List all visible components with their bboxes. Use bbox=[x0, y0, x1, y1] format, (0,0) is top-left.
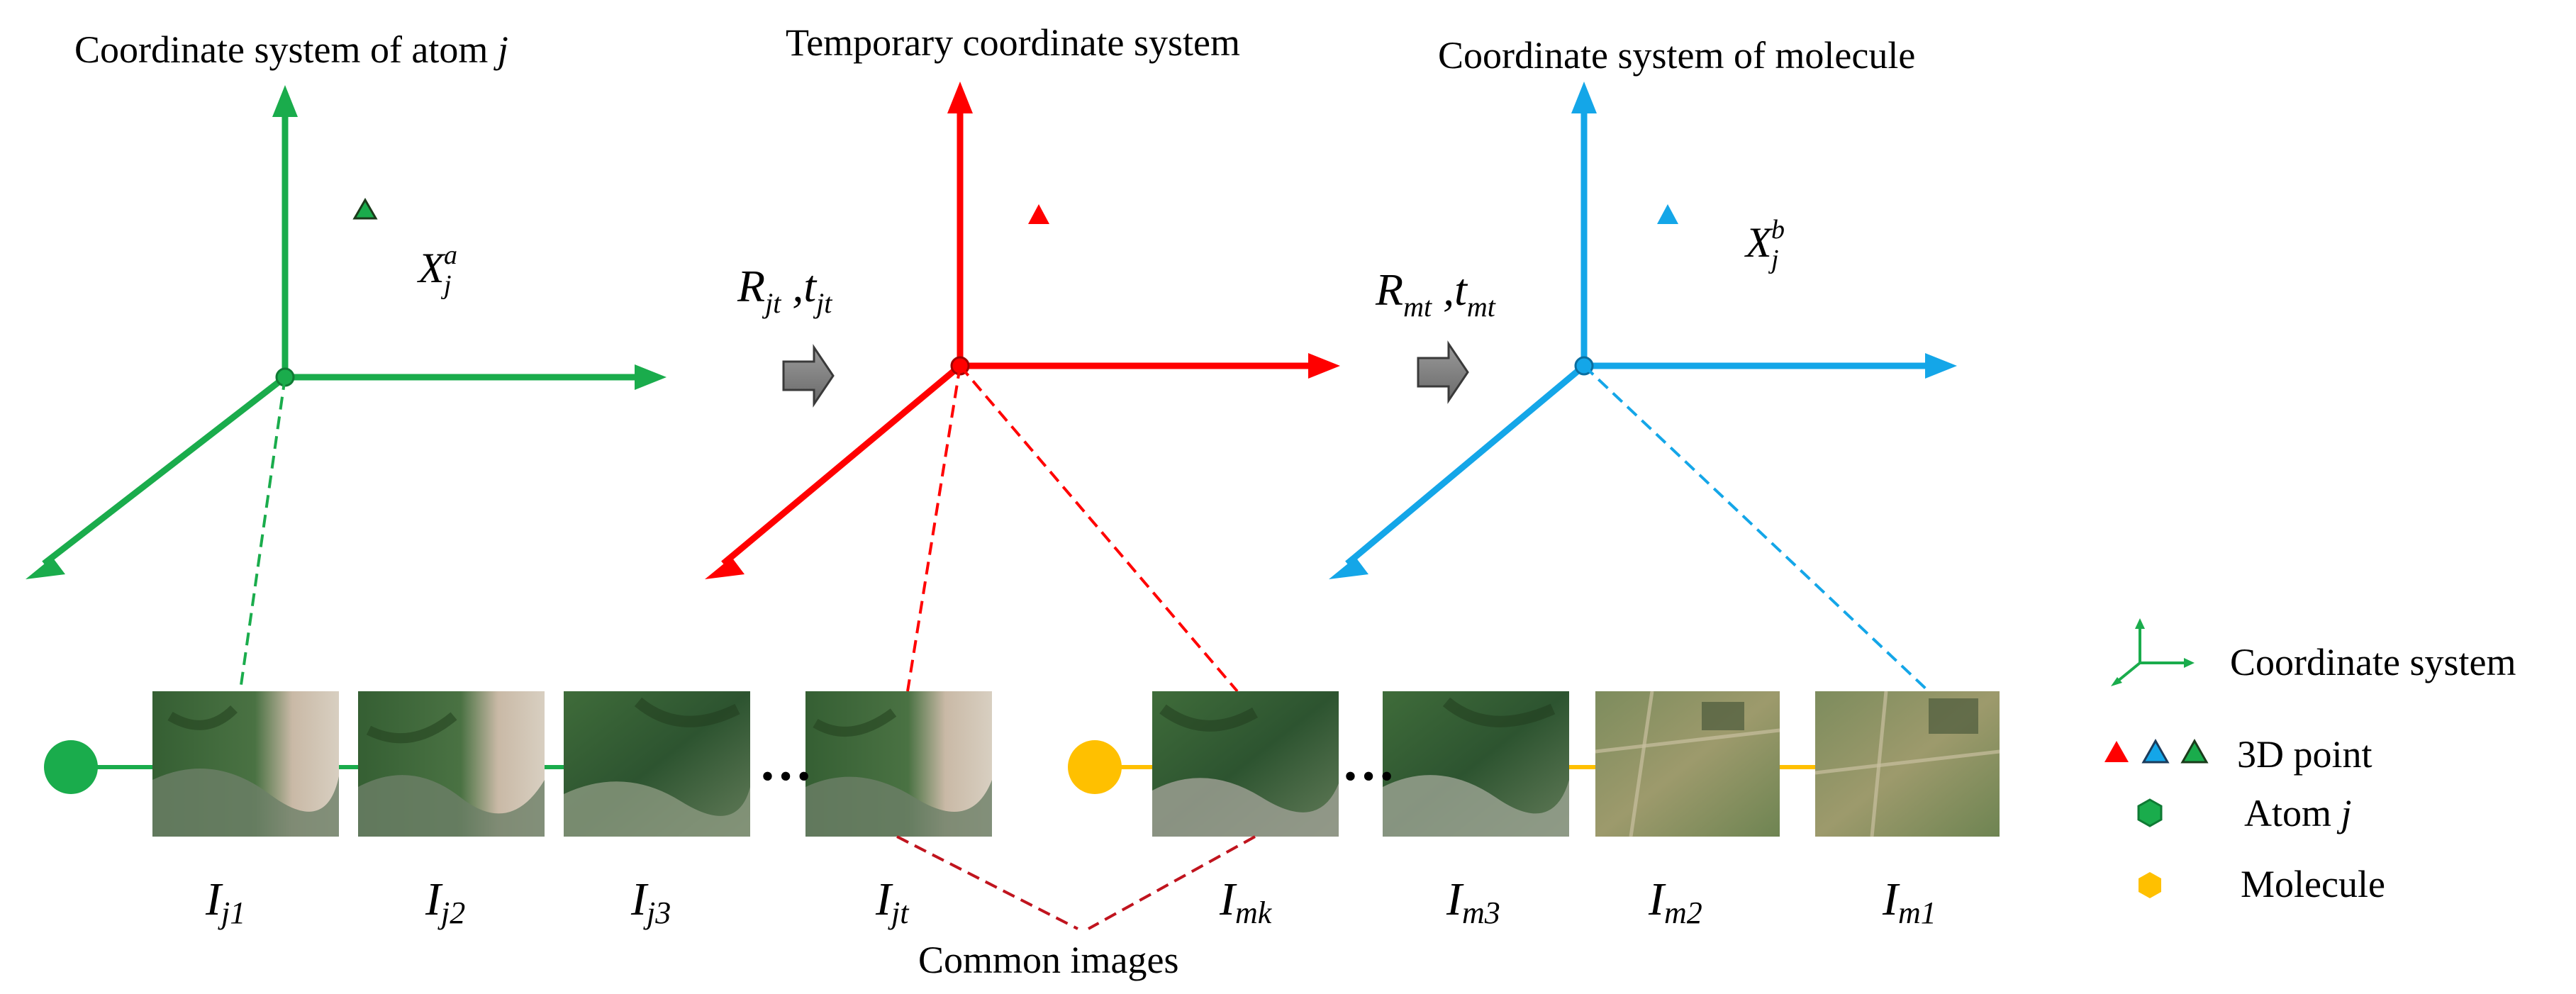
atom-axes bbox=[26, 85, 667, 579]
image-label: Ij3 bbox=[630, 873, 671, 930]
molecule-projection-line bbox=[1583, 364, 1930, 693]
image-label: Ijt bbox=[875, 873, 910, 930]
transform-2-arrow-icon bbox=[1417, 340, 1469, 404]
image-label: Imk bbox=[1219, 873, 1273, 930]
legend-blue-triangle-icon bbox=[2141, 738, 2170, 764]
common-images-line bbox=[1088, 835, 1256, 930]
temporary-axes bbox=[705, 82, 1340, 579]
transform-2-label: Rmt ,tmt bbox=[1375, 264, 1496, 323]
atom-point-label: X a j bbox=[417, 240, 460, 300]
atom-title: Coordinate system of atom j bbox=[74, 28, 508, 71]
molecule-axes bbox=[1329, 82, 1957, 579]
temporary-projection-line-1 bbox=[906, 365, 961, 692]
ellipsis: … bbox=[759, 732, 813, 792]
atom-node bbox=[44, 740, 98, 794]
atom-point-icon bbox=[352, 197, 378, 220]
legend-red-triangle-icon bbox=[2104, 741, 2129, 762]
temporary-point-icon bbox=[1028, 204, 1049, 224]
transform-1-label: Rjt ,tjt bbox=[737, 261, 832, 319]
molecule-title: Coordinate system of molecule bbox=[1438, 34, 1915, 77]
common-images-line bbox=[896, 835, 1078, 930]
image-thumbnail bbox=[1814, 691, 2000, 837]
molecule-point-label: X b j bbox=[1744, 215, 1788, 274]
common-images-label: Common images bbox=[918, 939, 1178, 981]
image-thumbnail bbox=[1152, 691, 1339, 837]
legend-molecule-icon bbox=[2139, 872, 2161, 898]
image-thumbnail bbox=[805, 691, 992, 837]
legend: Coordinate system 3D point Atom j Molecu… bbox=[2104, 618, 2516, 905]
image-thumbnail bbox=[152, 691, 339, 837]
legend-atom-icon bbox=[2137, 798, 2163, 827]
image-label: Ij1 bbox=[205, 873, 245, 930]
image-label: Ij2 bbox=[425, 873, 465, 930]
legend-molecule-label: Molecule bbox=[2241, 863, 2385, 905]
transform-1-arrow-icon bbox=[782, 344, 835, 408]
image-label: Im2 bbox=[1648, 873, 1702, 930]
legend-point-label: 3D point bbox=[2237, 733, 2373, 776]
ellipsis: … bbox=[1342, 732, 1395, 792]
legend-atom-label: Atom j bbox=[2244, 792, 2352, 834]
molecule-point-icon bbox=[1657, 204, 1678, 224]
image-thumbnail bbox=[564, 691, 750, 837]
temporary-title: Temporary coordinate system bbox=[786, 21, 1240, 64]
legend-coordinate-label: Coordinate system bbox=[2230, 641, 2516, 683]
temporary-projection-line-2 bbox=[959, 364, 1239, 693]
image-label: Im1 bbox=[1882, 873, 1936, 930]
image-thumbnail bbox=[358, 691, 545, 837]
legend-coordinate-icon bbox=[2111, 618, 2195, 686]
atom-projection-line bbox=[238, 376, 286, 696]
image-label: Im3 bbox=[1446, 873, 1500, 930]
image-thumbnail bbox=[1595, 691, 1780, 837]
molecule-node bbox=[1068, 740, 1122, 794]
legend-green-triangle-icon bbox=[2180, 738, 2209, 764]
image-thumbnail bbox=[1383, 691, 1569, 837]
